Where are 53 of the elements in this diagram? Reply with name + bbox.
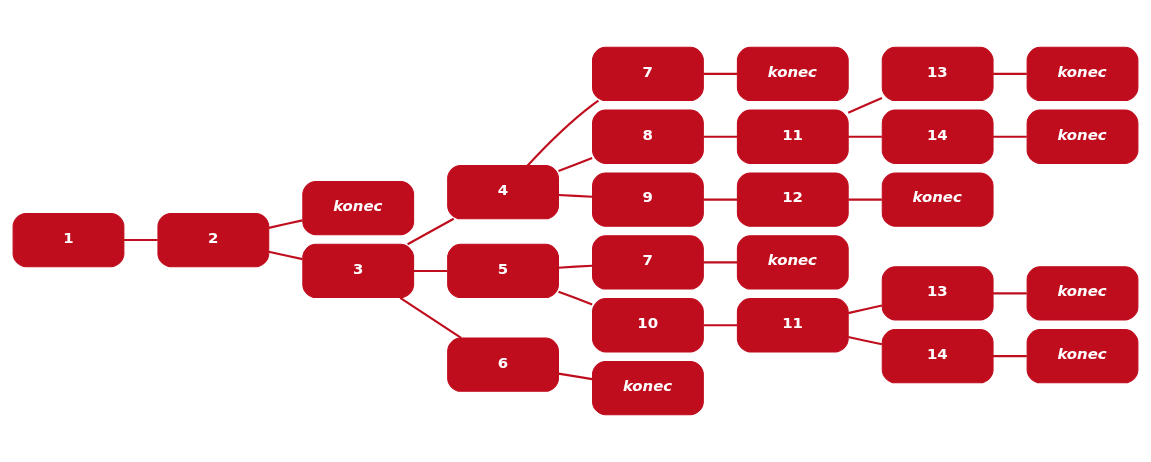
node-box: 6 xyxy=(447,337,559,392)
node-box: konec xyxy=(592,360,704,416)
node-box: 13 xyxy=(881,266,994,321)
connector xyxy=(993,292,1027,295)
node-box: 7 xyxy=(592,46,704,102)
connector xyxy=(558,193,593,198)
node-box: 2 xyxy=(157,212,270,268)
node-box: 10 xyxy=(592,298,704,353)
connector xyxy=(268,219,303,229)
connector xyxy=(268,250,303,261)
node-box: 9 xyxy=(592,172,704,227)
connector xyxy=(399,296,462,339)
node-box: 14 xyxy=(881,329,994,384)
node-box: 8 xyxy=(592,109,704,164)
node-box: 5 xyxy=(447,243,559,299)
node-box: konec xyxy=(1026,109,1139,164)
connector xyxy=(993,355,1027,358)
connector xyxy=(558,156,593,172)
connector xyxy=(703,135,738,138)
node-box: konec xyxy=(1026,266,1139,321)
connector xyxy=(848,135,882,138)
connector xyxy=(993,72,1027,75)
connector xyxy=(703,72,738,75)
connector xyxy=(848,336,883,346)
node-box: konec xyxy=(736,46,849,102)
connector xyxy=(526,99,600,167)
node-box: 7 xyxy=(592,235,704,290)
node-box: konec xyxy=(1026,329,1139,384)
node-box: 14 xyxy=(881,109,994,164)
connector xyxy=(123,239,158,242)
connector xyxy=(558,264,593,269)
connector xyxy=(558,290,593,306)
node-box: konec xyxy=(736,235,849,290)
connector xyxy=(848,304,883,315)
connector xyxy=(847,97,883,114)
connector xyxy=(703,324,738,327)
connector xyxy=(703,198,738,201)
node-box: 4 xyxy=(447,164,559,220)
connector xyxy=(848,198,882,201)
node-box: konec xyxy=(881,172,994,227)
node-box: konec xyxy=(302,180,415,236)
connector xyxy=(407,217,455,246)
node-box: 12 xyxy=(736,172,849,227)
node-box: 11 xyxy=(736,298,849,353)
node-box: konec xyxy=(1026,46,1139,102)
node-box: 3 xyxy=(302,243,415,299)
connector xyxy=(703,261,738,264)
node-box: 1 xyxy=(12,212,125,268)
connector xyxy=(558,372,593,381)
node-box: 11 xyxy=(736,109,849,164)
connector xyxy=(413,269,448,272)
connector xyxy=(993,135,1027,138)
node-box: 13 xyxy=(881,46,994,102)
